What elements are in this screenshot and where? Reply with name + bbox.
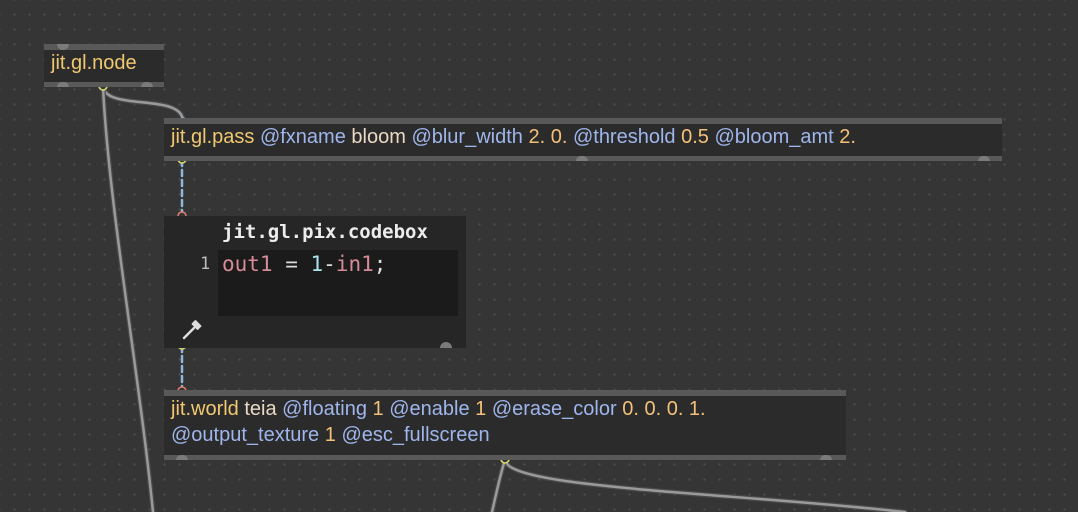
attribute-value: 2. — [839, 126, 856, 148]
code-operator: = — [272, 252, 311, 276]
outlet[interactable] — [576, 156, 588, 161]
attribute-value: 1 — [324, 424, 336, 446]
attribute-name: @enable — [389, 398, 470, 420]
object-class-name: jit.world — [171, 398, 239, 420]
attribute-name: @fxname — [259, 126, 346, 148]
attribute-value: 0.5 — [681, 126, 709, 148]
world-name: teia — [244, 398, 277, 420]
jit-world-object[interactable]: jit.world teia @floating 1 @enable 1 @er… — [164, 390, 846, 460]
attribute-name: @blur_width — [411, 126, 523, 148]
outlet[interactable] — [820, 455, 832, 460]
attribute-value: 2. 0. — [528, 126, 568, 148]
code-operator: - — [323, 252, 336, 276]
attribute-value: bloom — [351, 126, 406, 148]
codebox-title: jit.gl.pix.codebox — [222, 221, 428, 243]
attribute-name: @erase_color — [491, 398, 617, 420]
attribute-name: @esc_fullscreen — [341, 424, 490, 446]
jit-gl-pix-codebox[interactable]: jit.gl.pix.codebox 1 out1 = 1-in1; — [164, 216, 466, 348]
attribute-name: @floating — [282, 398, 367, 420]
code-output-var: out1 — [222, 252, 273, 276]
outlet[interactable] — [440, 342, 452, 348]
code-number: 1 — [310, 252, 324, 276]
code-line[interactable]: out1 = 1-in1; — [222, 250, 386, 278]
hammer-icon[interactable] — [182, 320, 202, 340]
attribute-value: 0. 0. 0. 1. — [622, 398, 706, 420]
line-number: 1 — [200, 254, 211, 274]
code-terminator: ; — [373, 252, 387, 276]
inlet[interactable] — [57, 44, 69, 50]
object-arguments: @fxname bloom @blur_width 2. 0. @thresho… — [260, 126, 856, 148]
object-class-name: jit.gl.pass — [171, 126, 255, 148]
jit-gl-pass-object[interactable]: jit.gl.pass @fxname bloom @blur_width 2.… — [164, 118, 1002, 161]
jit-gl-node-object[interactable]: jit.gl.node — [44, 44, 164, 87]
object-class-name: jit.gl.node — [51, 52, 137, 74]
outlet[interactable] — [57, 82, 69, 87]
attribute-value: 1 — [372, 398, 384, 420]
object-arguments: @floating 1 @enable 1 @erase_color 0. 0.… — [282, 398, 705, 420]
code-editor[interactable] — [218, 250, 458, 316]
outlet[interactable] — [978, 156, 990, 161]
outlet[interactable] — [141, 82, 153, 87]
cord-node-to-pass — [100, 83, 186, 125]
attribute-name: @output_texture — [171, 424, 320, 446]
object-arguments: @output_texture 1 @esc_fullscreen — [164, 422, 846, 449]
code-input-var: in1 — [335, 252, 374, 276]
outlet[interactable] — [176, 455, 188, 460]
attribute-name: @threshold — [572, 126, 676, 148]
attribute-value: 1 — [475, 398, 487, 420]
attribute-name: @bloom_amt — [714, 126, 834, 148]
cord-world-right — [502, 457, 908, 512]
